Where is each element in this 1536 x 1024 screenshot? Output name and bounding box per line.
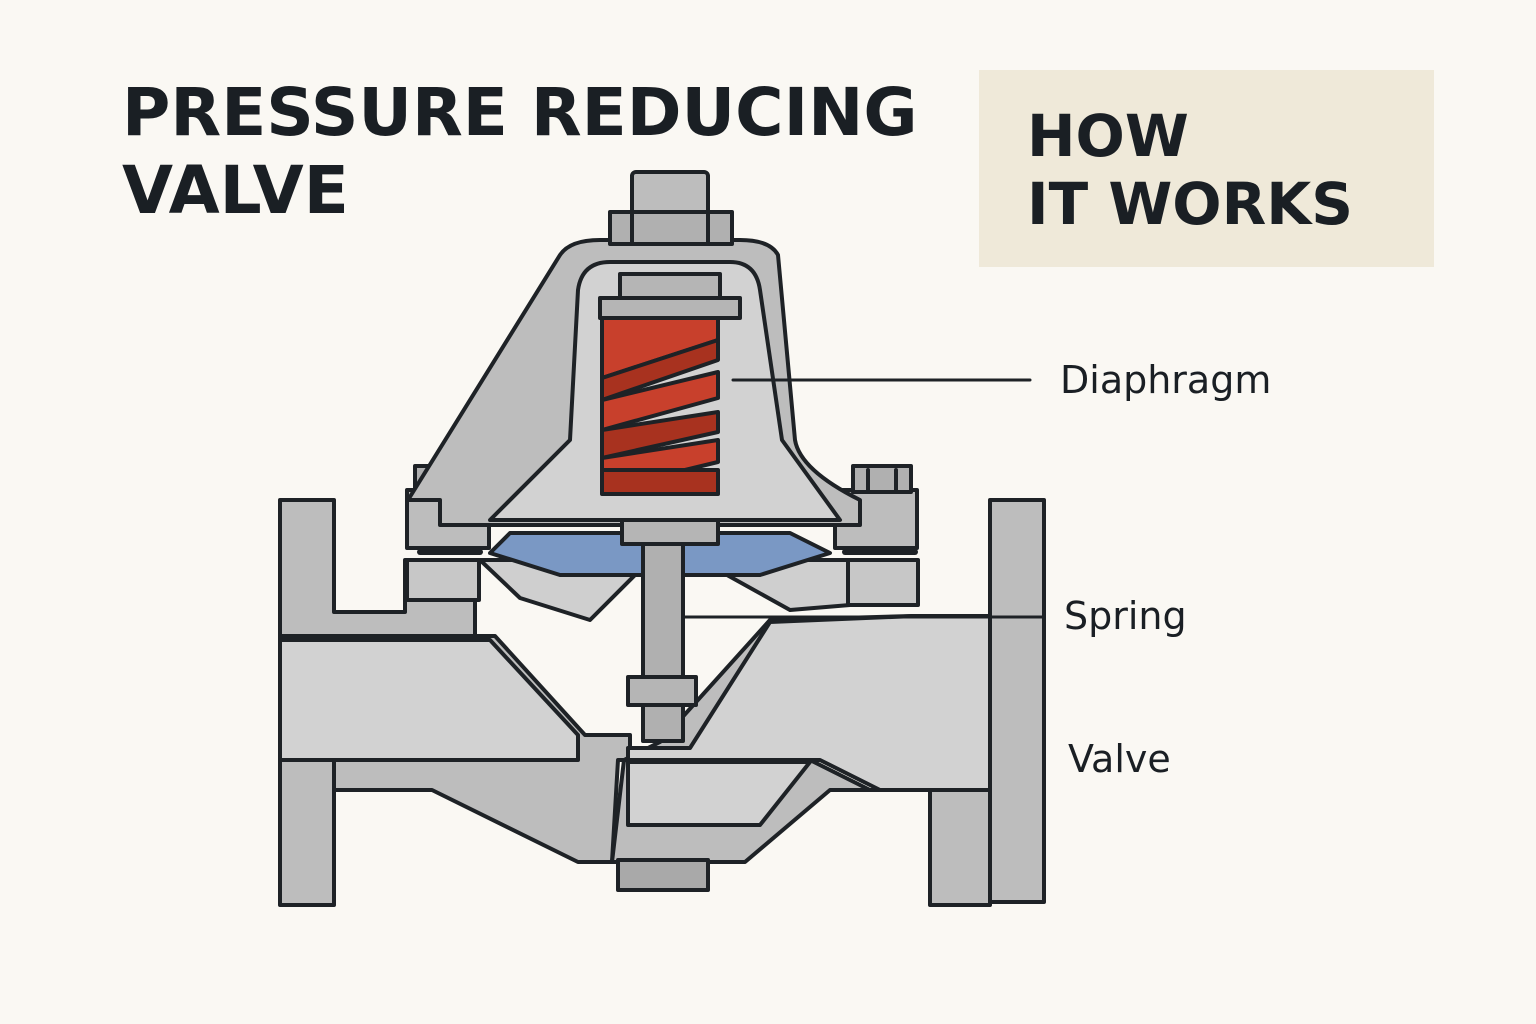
valve-stem — [641, 542, 685, 686]
callout-diaphragm: Diaphragm — [1060, 358, 1272, 402]
spring — [600, 316, 720, 496]
adjusting-screw — [608, 170, 734, 246]
how-it-works-badge: HOW IT WORKS — [979, 70, 1434, 267]
callout-valve: Valve — [1068, 737, 1171, 781]
callout-spring: Spring — [1064, 594, 1187, 638]
diagram-title: PRESSURE REDUCING VALVE — [122, 74, 918, 229]
badge-text: HOW IT WORKS — [1027, 102, 1353, 238]
flow-passage — [278, 614, 992, 827]
bolt-right — [851, 464, 913, 494]
